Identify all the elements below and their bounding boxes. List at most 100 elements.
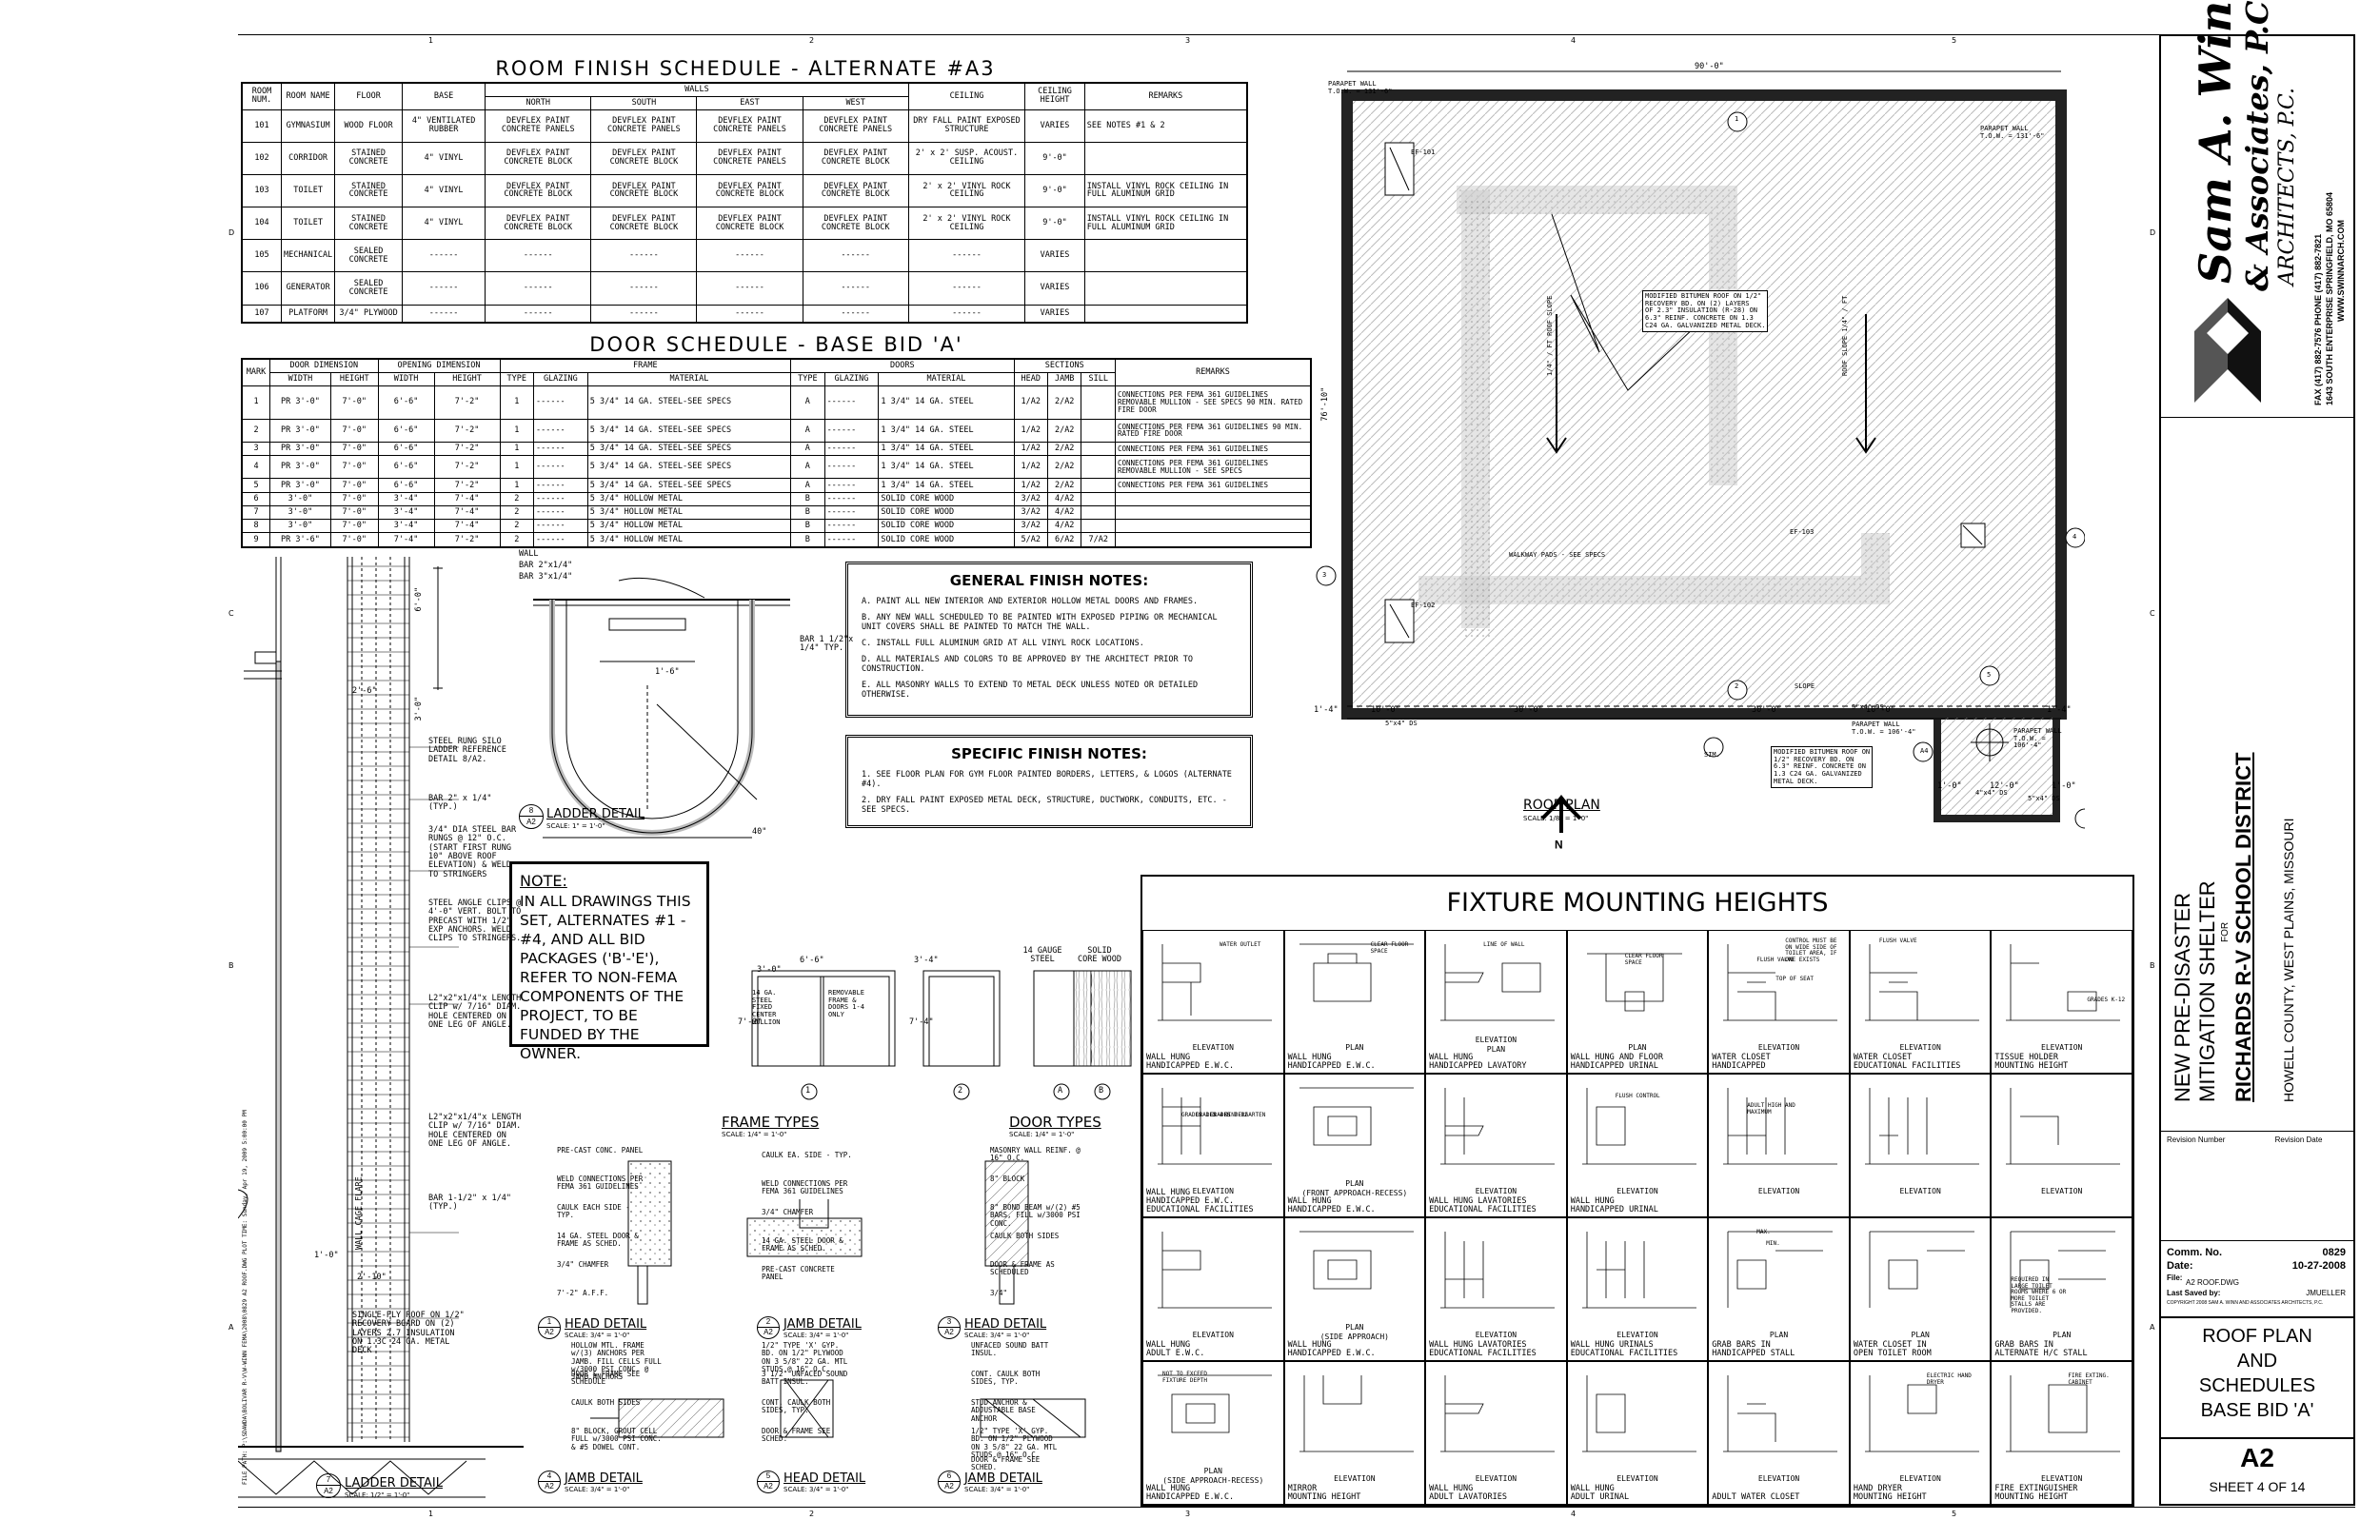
table-cell: B	[790, 504, 825, 521]
table-cell	[1081, 385, 1116, 420]
detail-callout: MASONRY WALL REINF. @ 16" O.C.	[990, 1146, 1081, 1163]
table-cell: DEVFLEX PAINT CONCRETE BLOCK	[590, 141, 698, 175]
table-cell: 8	[241, 519, 270, 534]
table-cell: PR 3'-0"	[269, 418, 331, 444]
table-cell: ------	[907, 271, 1026, 306]
table-cell: A	[790, 478, 825, 493]
fixture-cell: PLAN(FRONT APPROACH-RECESS)WALL HUNG HAN…	[1283, 1074, 1426, 1217]
grid-row-B: B	[228, 961, 234, 970]
detail-callout: DOOR & FRAME SEE SCHED.	[762, 1427, 831, 1444]
table-cell: 7/A2	[1081, 532, 1116, 548]
fixture-callout: GRADES 4-6	[1196, 1112, 1231, 1118]
detail-callout: 1/2" TYPE 'X' GYP. BD. ON 1/2" PLYWOOD O…	[762, 1341, 848, 1373]
fixture-callout: FLUSH VALVE	[1878, 938, 1917, 944]
firm-web: WWW.SWINNARCH.COM	[2336, 220, 2346, 322]
fixture-view-label: PLAN	[1345, 1323, 1364, 1332]
table-cell: 7'-2"	[433, 478, 501, 493]
table-cell	[1083, 239, 1248, 273]
specific-notes-list: 1. SEE FLOOR PLAN FOR GYM FLOOR PAINTED …	[848, 770, 1250, 815]
fixture-diagram	[2006, 1375, 2121, 1452]
frame-type-label: 3'-0"	[757, 965, 782, 975]
table-cell: 1/A2	[1013, 455, 1048, 480]
table-cell: ------	[532, 478, 588, 493]
ladder-callout: 3/4" DIA STEEL BAR RUNGS @ 12" O.C. (STA…	[428, 825, 517, 879]
detail-7-title: LADDER DETAIL	[345, 1476, 443, 1491]
roof-label-parapet_tr: PARAPET WALL T.O.W. = 131'-6"	[1980, 125, 2045, 140]
grid-col-bottom-5: 5	[1952, 1510, 1957, 1518]
detail-callout: 3/4"	[990, 1289, 1008, 1297]
fixture-view-label: PLAN	[1628, 1043, 1647, 1052]
table-cell: DEVFLEX PAINT CONCRETE PANELS	[802, 109, 909, 143]
table-cell: A	[790, 442, 825, 457]
frame-type-label: 1	[805, 1086, 811, 1096]
ladder-callout: BAR 1-1/2" x 1/4" (TYP.)	[428, 1194, 511, 1213]
table-cell	[1081, 504, 1116, 521]
comm-value: 0829	[2322, 1247, 2346, 1258]
table-cell: DEVFLEX PAINT CONCRETE BLOCK	[802, 207, 909, 241]
fixture-caption: WATER CLOSET HANDICAPPED	[1712, 1053, 1771, 1072]
sheet-of: SHEET 4 OF 14	[2209, 1479, 2306, 1494]
col-sill: SILL	[1081, 371, 1116, 386]
detail-callout: 14 GA. STEEL DOOR & FRAME AS SCHED.	[762, 1236, 843, 1254]
col-door-glazing: GLAZING	[823, 371, 880, 386]
frame-types-title: FRAME TYPES	[722, 1114, 820, 1131]
table-cell: 6'-6"	[377, 478, 435, 493]
fixture-view-label: (FRONT APPROACH-RECESS)	[1301, 1189, 1408, 1197]
firm-architects: ARCHITECTS, P.C.	[2275, 87, 2299, 286]
detail-num: 6	[939, 1471, 960, 1482]
table-cell: SEALED CONCRETE	[334, 239, 403, 273]
fixture-diagram	[1864, 1375, 1979, 1452]
fixture-diagram	[1299, 1375, 1414, 1452]
copyright-text: COPYRIGHT 2008 SAM A. WINN AND ASSOCIATE…	[2167, 1300, 2324, 1306]
date-label: Date:	[2167, 1260, 2193, 1272]
fixture-diagram	[1158, 1374, 1272, 1433]
table-cell: 3/4" PLYWOOD	[334, 304, 403, 324]
table-cell: 5 3/4" HOLLOW METAL	[586, 519, 792, 534]
table-cell: ------	[823, 455, 880, 480]
firm-contact: FAX (417) 882-7576 PHONE (417) 882-7821	[2313, 233, 2323, 405]
fixture-callout: REQUIRED IN LARGE TOILET ROOMS WHERE 6 O…	[2011, 1276, 2067, 1314]
fixture-caption: WALL HUNG HANDICAPPED E.W.C.	[1287, 1053, 1376, 1072]
detail-callout: 8" BLOCK	[990, 1175, 1025, 1183]
head-jamb-details-drawing	[590, 1160, 1086, 1438]
table-cell: 102	[241, 141, 282, 175]
table-cell: 6'-6"	[377, 442, 435, 457]
table-cell: ------	[823, 491, 880, 506]
table-cell: SOLID CORE WOOD	[878, 504, 1015, 521]
table-cell: SEALED CONCRETE	[334, 271, 403, 306]
col-door-remarks: REMARKS	[1115, 358, 1312, 386]
fixture-caption: WALL HUNG HANDICAPPED E.W.C.	[1146, 1053, 1235, 1072]
frame-type-label: 14 GA. STEEL FIXED CENTER MULLION	[752, 989, 781, 1026]
table-cell: 7'-0"	[329, 519, 379, 534]
list-item: B. ANY NEW WALL SCHEDULED TO BE PAINTED …	[862, 613, 1218, 632]
detail-3-title: HEAD DETAIL	[964, 1317, 1047, 1332]
table-cell: 2	[499, 504, 534, 521]
fixture-diagram	[1299, 943, 1414, 1002]
table-cell: ------	[485, 239, 592, 273]
grid-col-bottom-4: 4	[1571, 1510, 1577, 1518]
fixture-callout: CONTROL MUST BE ON WIDE SIDE OF TOILET A…	[1785, 938, 1837, 963]
table-cell: DEVFLEX PAINT CONCRETE PANELS	[590, 109, 698, 143]
grid-col-bottom-3: 3	[1185, 1510, 1191, 1518]
fixture-callout: GRADES 1-3	[1181, 1112, 1217, 1118]
table-cell: 6'-6"	[377, 385, 435, 420]
table-cell: 4" VINYL	[401, 173, 486, 208]
detail-callout: CONT. CAULK BOTH SIDES, TYP.	[971, 1370, 1041, 1387]
table-cell: INSTALL VINYL ROCK CEILING IN FULL ALUMI…	[1083, 207, 1248, 241]
list-item: E. ALL MASONRY WALLS TO EXTEND TO METAL …	[862, 681, 1199, 700]
table-cell: ------	[696, 271, 803, 306]
table-cell: PR 3'-6"	[269, 532, 331, 548]
table-cell: ------	[401, 239, 486, 273]
table-cell: CONNECTIONS PER FEMA 361 GUIDELINES 90 M…	[1115, 418, 1312, 444]
table-cell: 7'-0"	[329, 442, 379, 457]
detail-callout: CONT. CAULK BOTH SIDES, TYP.	[762, 1398, 831, 1415]
